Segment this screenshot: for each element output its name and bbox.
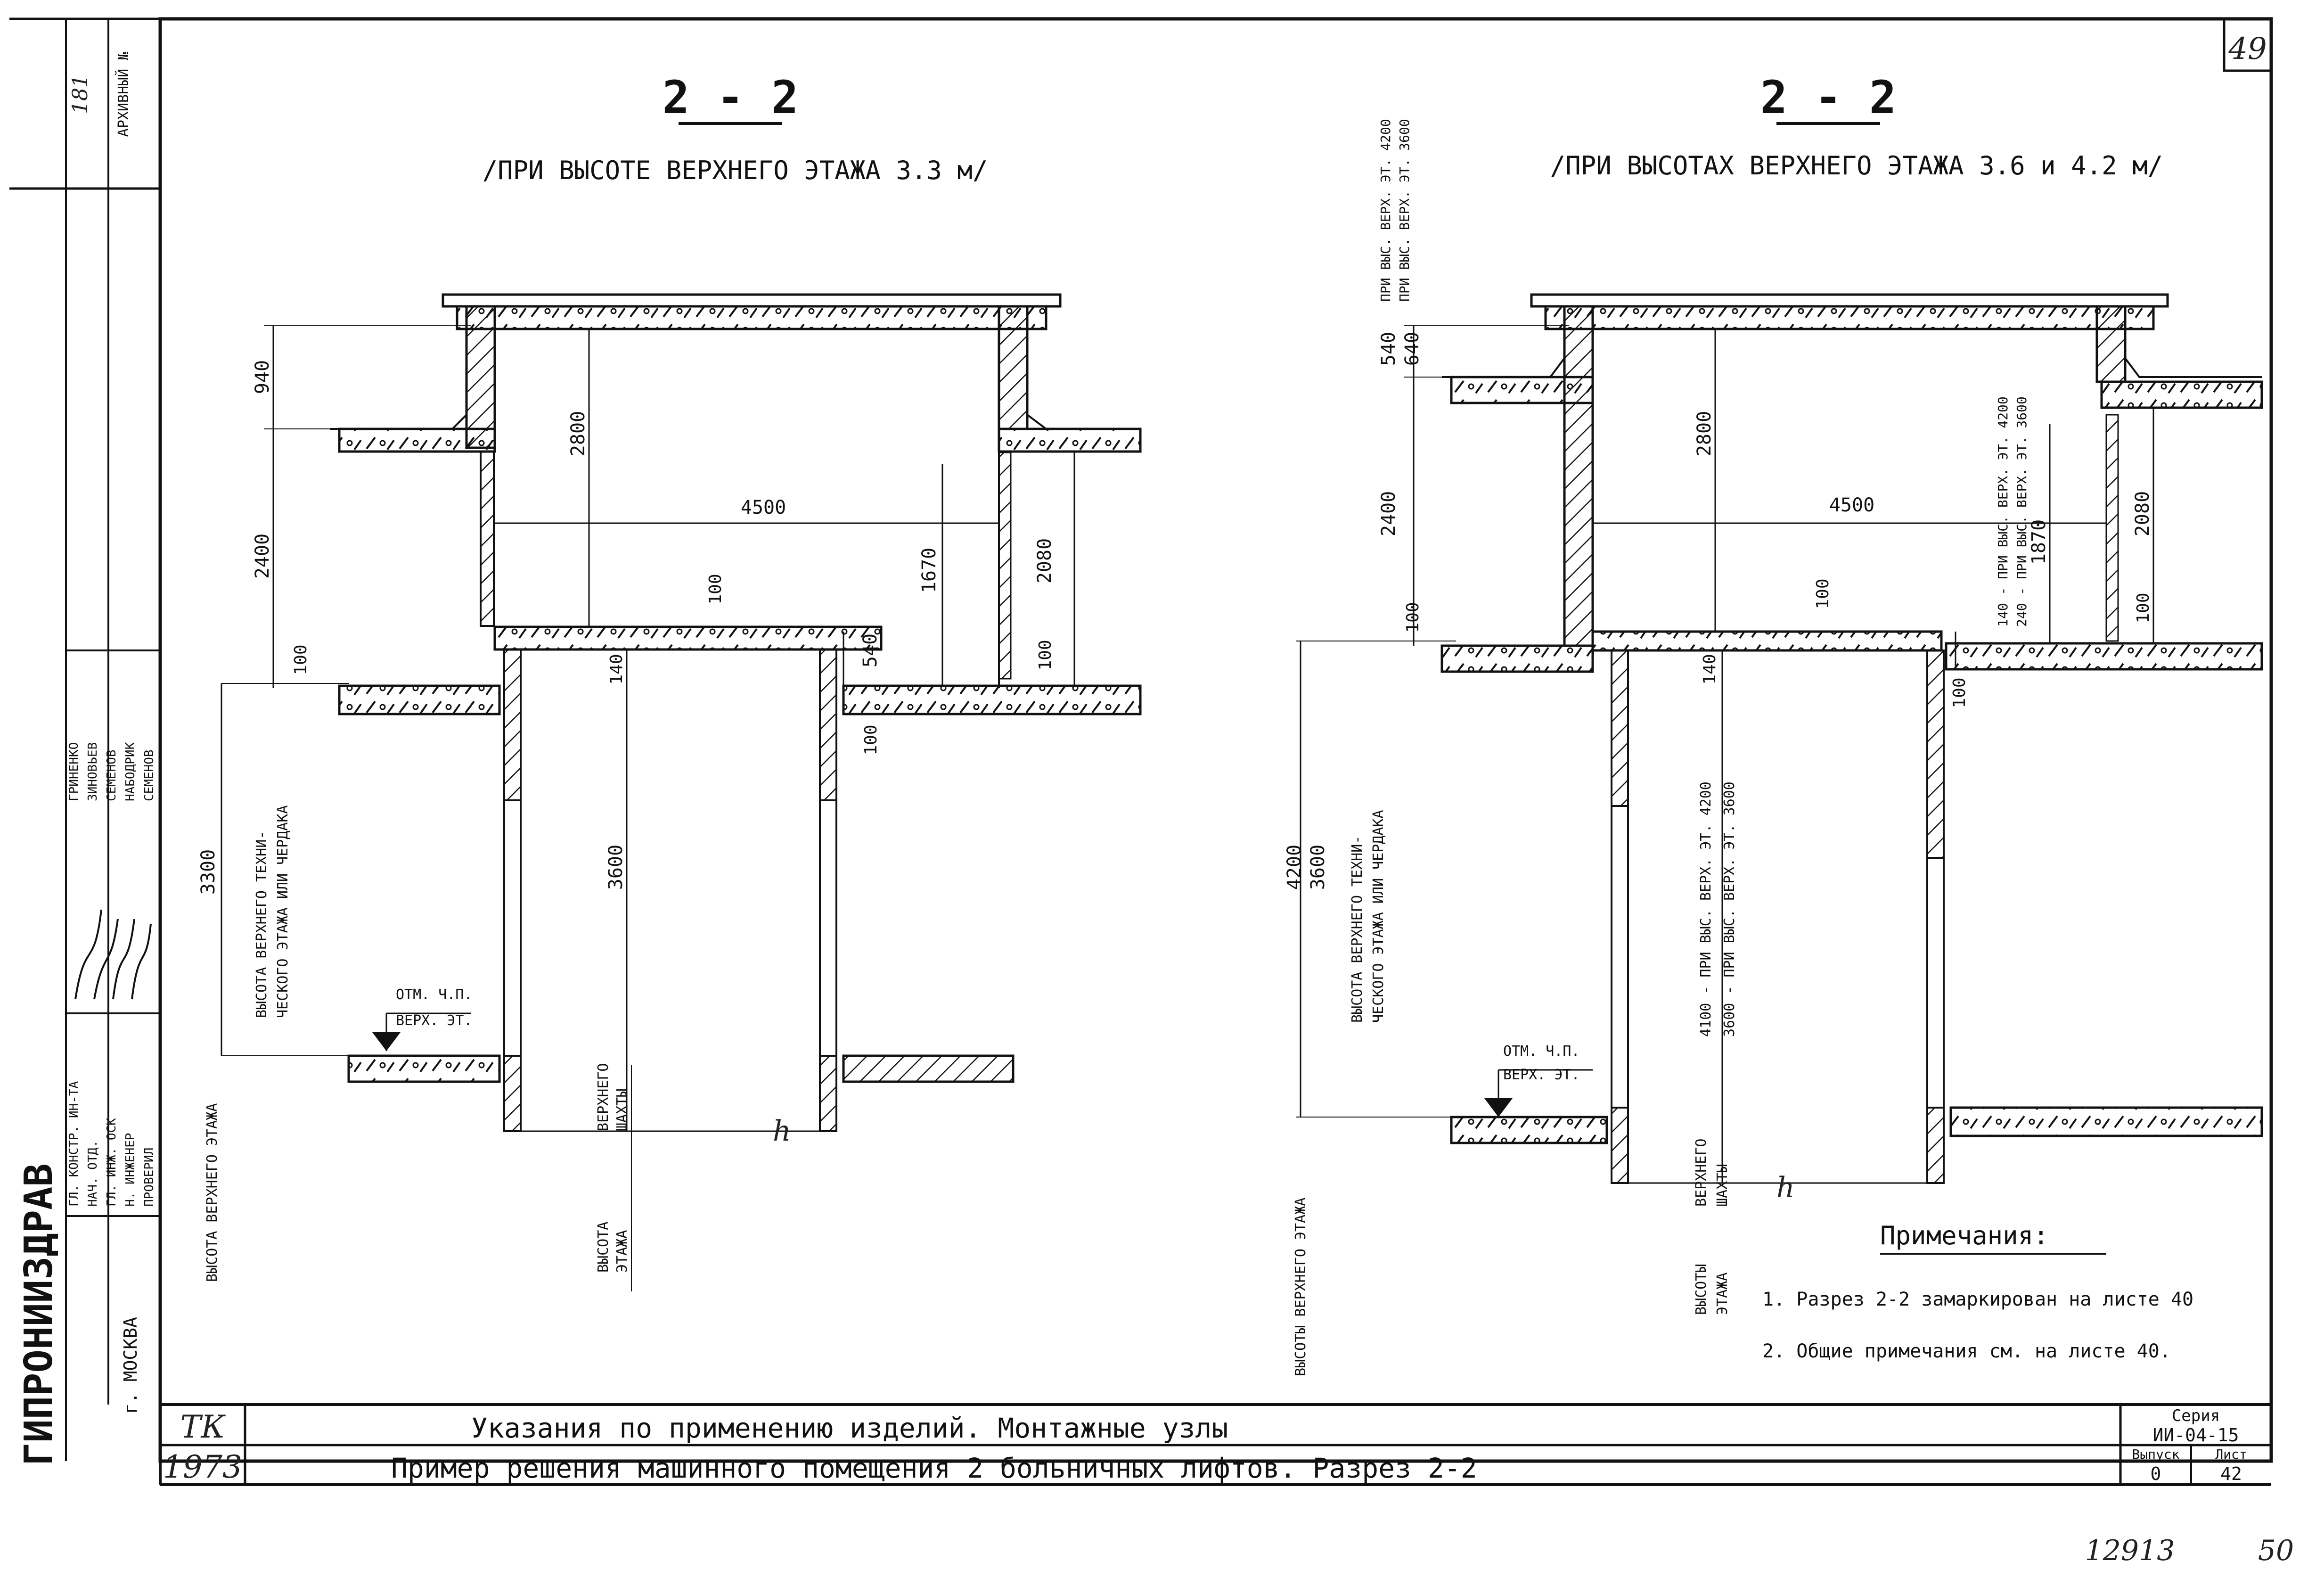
tb-series-label: Серия	[2172, 1406, 2220, 1425]
right-shaft-note-2: 3600 - ПРИ ВЫС. ВЕРХ. ЭТ. 3600	[1721, 781, 1738, 1037]
right-dimensions: 540 640 2400 100 4200 3600 2800 4500 100…	[1284, 332, 2153, 890]
right-dim-140: 140	[1700, 654, 1719, 684]
right-shaft-4: ШАХТЫ	[1714, 1164, 1731, 1207]
left-dim-940: 940	[252, 360, 273, 394]
right-top-note-1: ПРИ ВЫС. ВЕРХ. ЭТ. 4200	[1378, 119, 1393, 302]
bottom-number-2: 50	[2258, 1534, 2294, 1567]
tb-line2: Пример решения машинного помещения 2 бол…	[391, 1452, 1477, 1484]
tb-code: ТК	[180, 1409, 226, 1445]
right-shaft-2: ЭТАЖА	[1714, 1273, 1731, 1315]
left-shaft-3: ВЕРХНЕГО	[595, 1063, 612, 1132]
left-section-title: 2 - 2	[663, 71, 799, 124]
left-vlabel-2: ЧЕСКОГО ЭТАЖА ИЛИ ЧЕРДАКА	[275, 805, 291, 1018]
left-dim-100b: 100	[706, 574, 725, 604]
tb-series-value: ИИ-04-15	[2152, 1425, 2239, 1446]
right-section-drawing	[1296, 293, 2263, 1184]
left-shaft-4: ШАХТЫ	[614, 1089, 630, 1131]
org-name: ГИПРОНИИЗДРАВ	[16, 1163, 61, 1466]
left-section-drawing	[221, 293, 1142, 1291]
right-shaft-note-1: 4100 - ПРИ ВЫС. ВЕРХ. ЭТ. 4200	[1698, 781, 1714, 1037]
archive-label: АРХИВНЫЙ №	[115, 52, 132, 137]
left-dim-2400: 2400	[252, 534, 273, 579]
tb-sheet-label: Лист	[2215, 1446, 2247, 1462]
notes-heading: Примечания:	[1880, 1221, 2049, 1250]
stamp-name-2: ЗИНОВЬЕВ	[86, 742, 100, 801]
note-item-1: 1. Разрез 2-2 замаркирован на листе 40	[1762, 1289, 2193, 1310]
stamp-name-3: СЕМЕНОВ	[105, 749, 119, 801]
right-dim-2400: 2400	[1378, 491, 1399, 536]
left-dim-540: 540	[859, 633, 881, 667]
right-dim-100: 100	[1403, 602, 1423, 633]
stamp-name-1: ГРИНЕНКО	[67, 742, 81, 801]
stamp-role-5: ПРОВЕРИЛ	[142, 1148, 156, 1207]
stamp-role-2: НАЧ. ОТД.	[86, 1140, 100, 1207]
stamp-role-4: Н. ИНЖЕНЕР	[123, 1133, 138, 1207]
sheet-number-corner: 49	[2228, 32, 2267, 66]
left-dim-2800: 2800	[567, 411, 589, 456]
tb-year: 1973	[163, 1449, 242, 1485]
stamp-name-4: НАБОДРИК	[123, 742, 138, 801]
tb-issue-value: 0	[2151, 1463, 2161, 1484]
left-shaft-2: ЭТАЖА	[614, 1230, 630, 1273]
left-dimensions: 940 2400 100 3300 2800 4500 100 1670 208…	[197, 360, 1056, 895]
right-dim-100d: 100	[1950, 677, 1969, 708]
right-dim-100c: 100	[2134, 592, 2153, 623]
left-vlabel-3: ВЫСОТА ВЕРХНЕГО ЭТАЖА	[204, 1103, 221, 1282]
right-mark-2: ВЕРХ. ЭТ.	[1503, 1067, 1580, 1083]
right-dim-1870: 1870	[2028, 519, 2050, 565]
left-dim-140: 140	[607, 654, 626, 684]
left-mark-1: ОТМ. Ч.П.	[396, 986, 473, 1003]
tb-line1: Указания по применению изделий. Монтажны…	[471, 1412, 1228, 1444]
right-dim-3600: 3600	[1307, 845, 1329, 890]
right-vlabel-3: ВЫСОТЫ ВЕРХНЕГО ЭТАЖА	[1293, 1198, 1309, 1376]
right-vlabel-1: ВЫСОТА ВЕРХНЕГО ТЕХНИ-	[1349, 836, 1366, 1023]
left-dim-100d: 100	[861, 724, 881, 755]
right-dim-4500: 4500	[1829, 494, 1874, 516]
right-dim-2080: 2080	[2132, 491, 2153, 536]
stamp-name-5: СЕМЕНОВ	[142, 749, 156, 801]
left-section-subtitle: /ПРИ ВЫСОТЕ ВЕРХНЕГО ЭТАЖА 3.3 м/	[483, 156, 988, 185]
right-top-note-2: ПРИ ВЫС. ВЕРХ. ЭТ. 3600	[1397, 119, 1412, 302]
right-vlabel-2: ЧЕСКОГО ЭТАЖА ИЛИ ЧЕРДАКА	[1370, 810, 1387, 1023]
right-mid-note-2: 240 - ПРИ ВЫС. ВЕРХ. ЭТ. 3600	[2014, 396, 2029, 627]
right-section-title: 2 - 2	[1760, 71, 1897, 124]
left-mark-2: ВЕРХ. ЭТ.	[396, 1012, 473, 1029]
left-dim-1670: 1670	[918, 548, 940, 593]
side-stamp	[9, 17, 160, 1461]
right-mark-1: ОТМ. Ч.П.	[1503, 1043, 1580, 1060]
left-dim-3600: 3600	[605, 845, 627, 890]
left-dim-100: 100	[291, 644, 311, 675]
sheet-frame	[158, 17, 2273, 1486]
right-section-subtitle: /ПРИ ВЫСОТАХ ВЕРХНЕГО ЭТАЖА 3.6 и 4.2 м/	[1550, 151, 2163, 181]
archive-number: 181	[68, 74, 92, 114]
right-dim-100b: 100	[1813, 578, 1833, 609]
tb-issue-label: Выпуск	[2132, 1446, 2179, 1462]
left-dim-4500: 4500	[741, 497, 786, 518]
stamp-role-1: ГЛ. КОНСТР. ИН-ТА	[67, 1081, 81, 1207]
stamp-role-3: ГЛ. ИНЖ. ОСК	[105, 1118, 119, 1207]
bottom-number-1: 12913	[2085, 1534, 2175, 1567]
right-dim-4200: 4200	[1284, 845, 1305, 890]
left-vlabel-1: ВЫСОТА ВЕРХНЕГО ТЕХНИ-	[254, 831, 270, 1018]
org-city: г. МОСКВА	[120, 1317, 141, 1414]
tb-sheet-value: 42	[2220, 1463, 2242, 1484]
signatures	[74, 909, 152, 1000]
note-item-2: 2. Общие примечания см. на листе 40.	[1762, 1340, 2171, 1362]
left-shaft-1: ВЫСОТА	[595, 1222, 612, 1273]
right-break-mark: h	[1776, 1171, 1795, 1204]
right-shaft-1: ВЫСОТЫ	[1693, 1264, 1710, 1315]
right-dim-640: 640	[1401, 332, 1423, 366]
left-dim-2080: 2080	[1034, 538, 1056, 584]
right-dim-2800: 2800	[1694, 411, 1715, 456]
left-dim-3300: 3300	[197, 849, 219, 895]
right-dim-540: 540	[1378, 332, 1399, 366]
left-dim-100c: 100	[1036, 640, 1055, 670]
left-break-mark: h	[773, 1115, 791, 1148]
right-mid-note-1: 140 - ПРИ ВЫС. ВЕРХ. ЭТ. 4200	[1995, 396, 2011, 627]
right-shaft-3: ВЕРХНЕГО	[1693, 1139, 1710, 1207]
